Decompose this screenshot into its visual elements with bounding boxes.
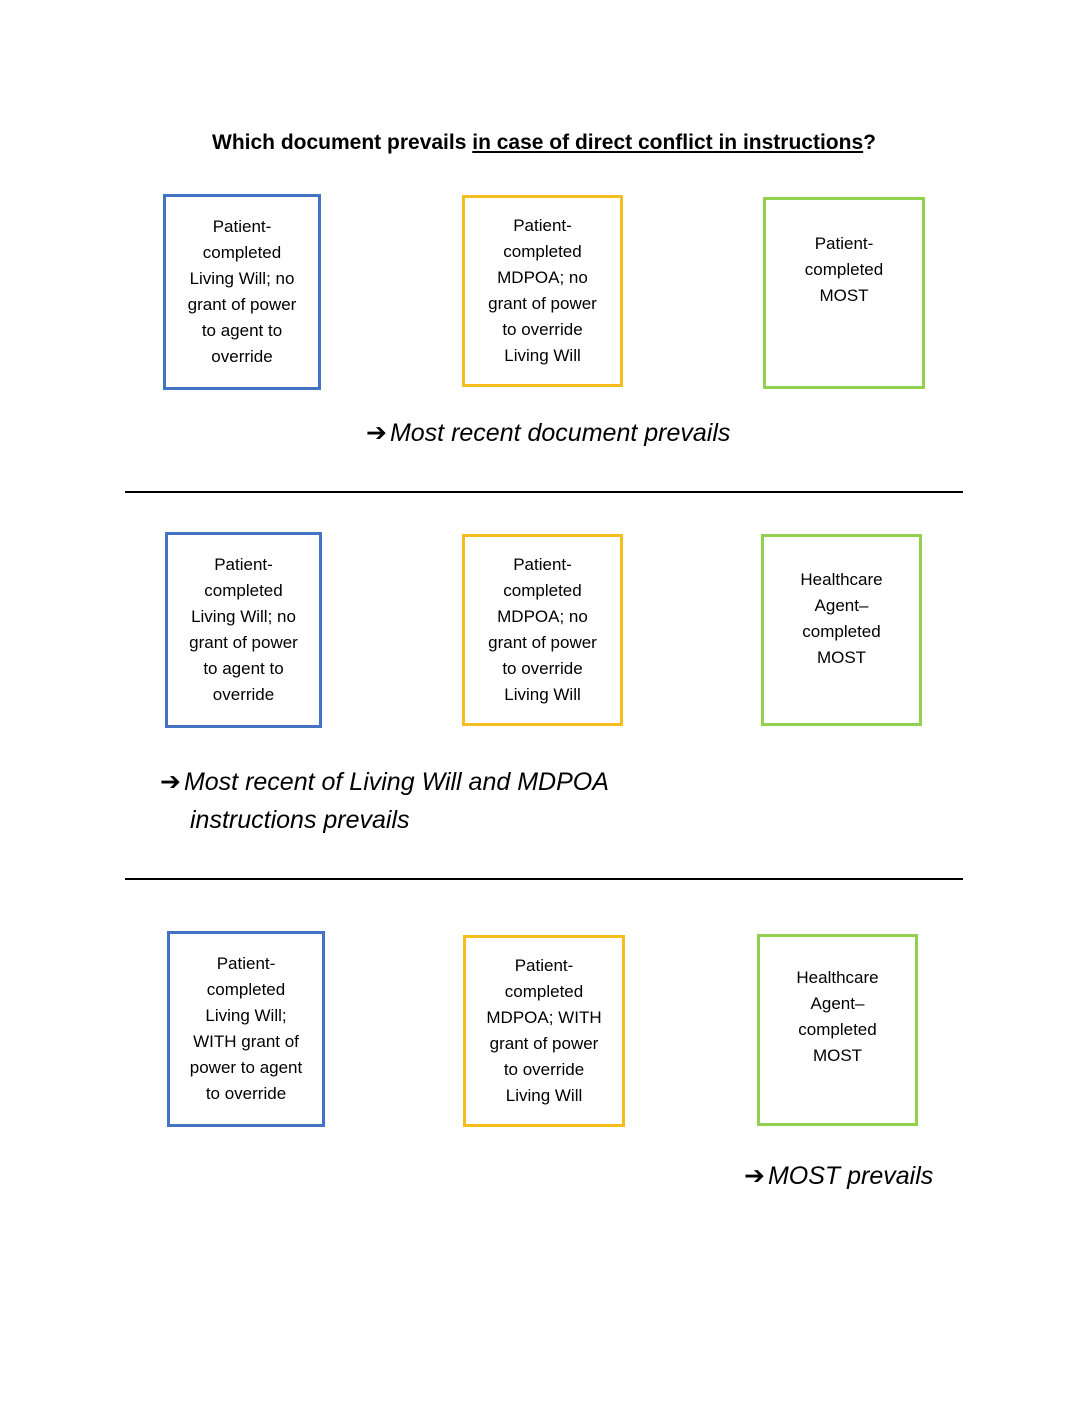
box-text: Patient- completed MOST	[804, 234, 884, 305]
title-suffix: ?	[863, 131, 876, 154]
box-text: Healthcare Agent– completed MOST	[796, 968, 879, 1065]
box-text: Patient- completed MDPOA; no grant of po…	[488, 216, 597, 365]
box-text: Patient- completed Living Will; no grant…	[189, 555, 298, 704]
section2-mdpoa-box: Patient- completed MDPOA; no grant of po…	[462, 534, 623, 726]
result-text: MOST prevails	[767, 1162, 934, 1190]
page-title: Which document prevails in case of direc…	[0, 128, 1088, 158]
title-underlined: in case of direct conflict in instructio…	[472, 131, 864, 154]
section1-result: ➔Most recent document prevails	[366, 414, 730, 452]
section1-mdpoa-box: Patient- completed MDPOA; no grant of po…	[462, 195, 623, 387]
box-text: Patient- completed Living Will; WITH gra…	[189, 954, 303, 1103]
section-divider	[125, 491, 963, 493]
section1-most-box: Patient- completed MOST	[763, 197, 925, 389]
box-text: Healthcare Agent– completed MOST	[800, 570, 883, 667]
arrow-right-icon: ➔	[160, 768, 181, 796]
arrow-right-icon: ➔	[366, 419, 387, 447]
result-text: Most recent of Living Will and MDPOA ins…	[183, 768, 609, 834]
title-prefix: Which document prevails	[212, 131, 473, 154]
box-text: Patient- completed MDPOA; no grant of po…	[488, 555, 597, 704]
box-text: Patient- completed Living Will; no grant…	[187, 217, 297, 366]
section2-most-box: Healthcare Agent– completed MOST	[761, 534, 922, 726]
result-text: Most recent document prevails	[389, 419, 731, 447]
section3-living-will-box: Patient- completed Living Will; WITH gra…	[167, 931, 325, 1127]
section1-living-will-box: Patient- completed Living Will; no grant…	[163, 194, 321, 390]
section-divider	[125, 878, 963, 880]
section3-most-box: Healthcare Agent– completed MOST	[757, 934, 918, 1126]
box-text: Patient- completed MDPOA; WITH grant of …	[486, 956, 602, 1105]
section2-result: ➔Most recent of Living Will and MDPOA in…	[160, 763, 750, 839]
arrow-right-icon: ➔	[744, 1162, 765, 1190]
section3-mdpoa-box: Patient- completed MDPOA; WITH grant of …	[463, 935, 625, 1127]
section3-result: ➔MOST prevails	[744, 1157, 933, 1195]
section2-living-will-box: Patient- completed Living Will; no grant…	[165, 532, 322, 728]
